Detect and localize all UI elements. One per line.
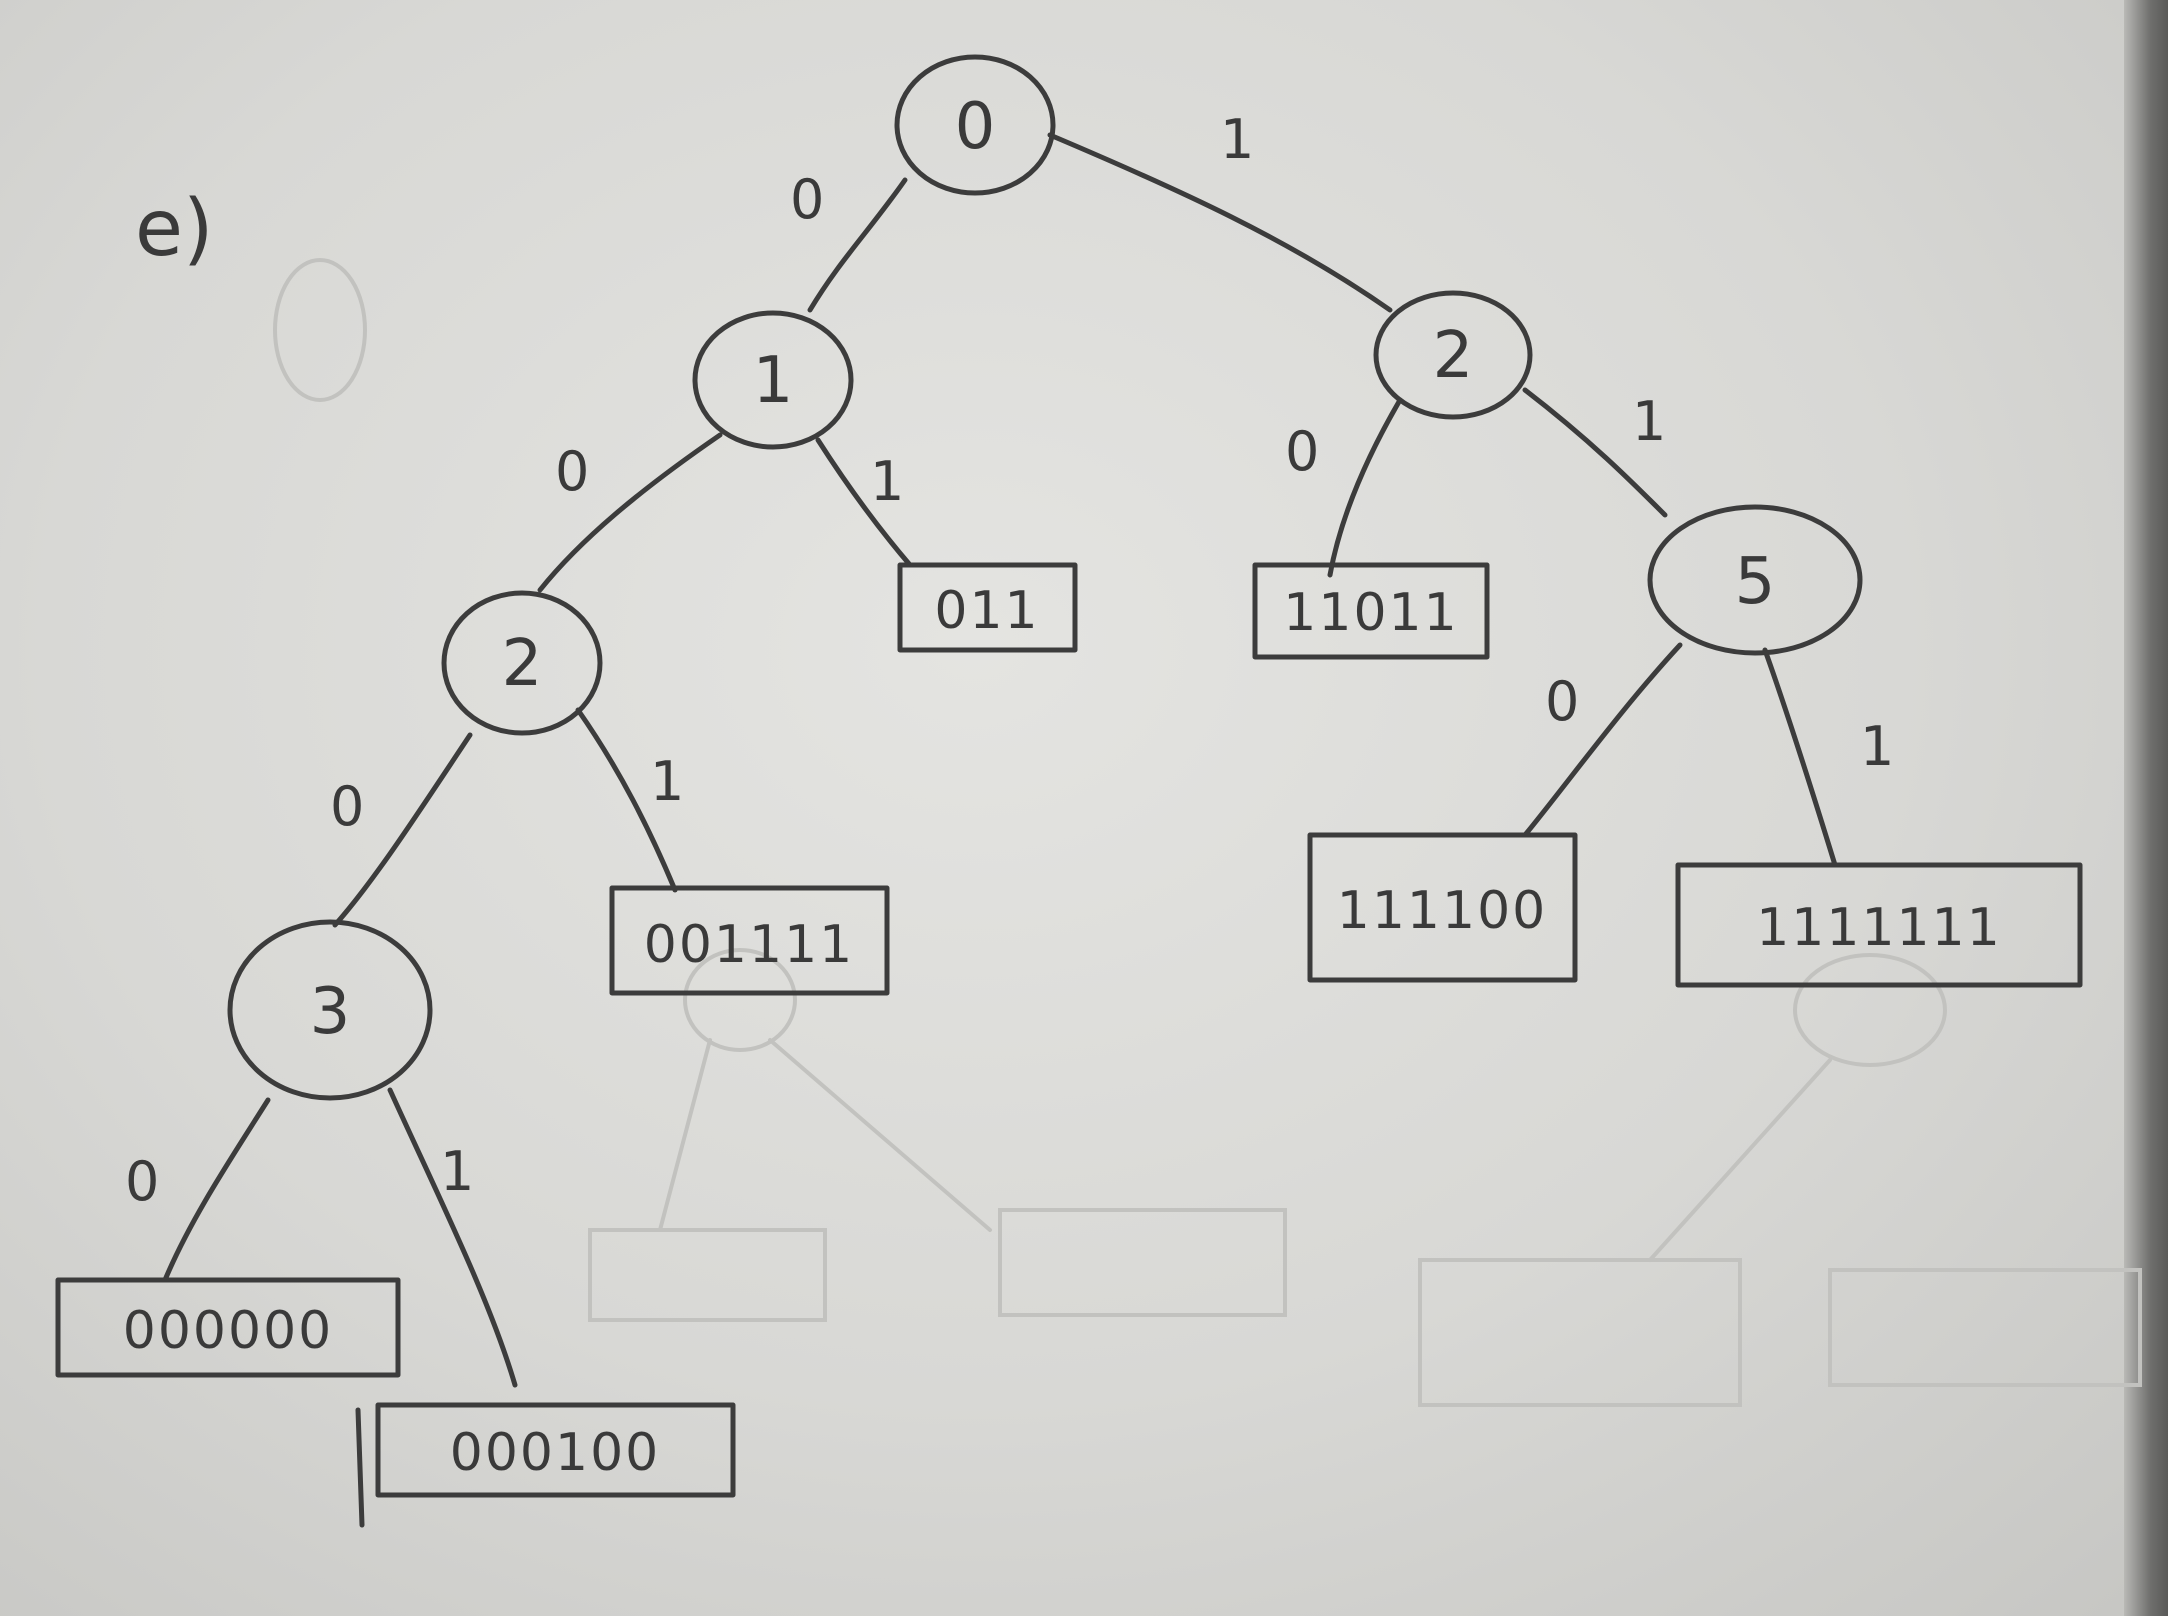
edge-label-n1-l011: 1	[870, 450, 904, 513]
svg-text:1: 1	[753, 344, 794, 418]
svg-text:001111: 001111	[644, 915, 855, 975]
edge-line-n5-l111100	[1522, 642, 1683, 838]
svg-text:111100: 111100	[1337, 881, 1548, 941]
svg-text:2: 2	[1433, 319, 1474, 393]
page-edge-shadow	[2124, 0, 2168, 1616]
edge-label-n0-n1: 0	[790, 168, 824, 231]
edge-labels: 0 1 0 1 0 1 0 1 0 1 0 1	[125, 108, 1894, 1213]
svg-text:5: 5	[1735, 545, 1776, 619]
edge-label-n5-l1111111: 1	[1860, 715, 1894, 778]
svg-text:0: 0	[955, 90, 996, 164]
edge-label-n2l-l001111: 1	[650, 750, 684, 813]
leaf-box-1111111: 1111111	[1675, 862, 2083, 988]
edge-label-n3-l000100: 1	[440, 1140, 474, 1203]
edge-line-n2l-n3	[332, 732, 473, 928]
edge-line-n0-n2r	[1047, 132, 1393, 313]
leaf-box-000100: 000100	[355, 1402, 736, 1528]
edge-label-n5-l111100: 0	[1545, 670, 1579, 733]
edge-line-n5-l1111111	[1762, 647, 1838, 868]
edge-line-n3-l000000	[162, 1097, 271, 1283]
leaf-boxes: 011 11011 001111 111100 1111111 000000	[55, 562, 2083, 1528]
svg-text:000100: 000100	[450, 1423, 661, 1483]
leaf-box-111100: 111100	[1307, 832, 1578, 983]
edge-label-n0-n2r: 1	[1220, 108, 1254, 171]
edge-label-n1-n2l: 0	[555, 440, 589, 503]
tree-node-n1: 1	[692, 310, 854, 450]
show-through-marks	[273, 258, 2142, 1407]
edge-line-n3-l000100	[387, 1087, 518, 1388]
edge-line-n2l-l001111	[575, 707, 678, 893]
leaf-box-000000: 000000	[55, 1277, 401, 1378]
edge-line-n1-l011	[815, 437, 913, 568]
edge-label-n2r-n5: 1	[1632, 390, 1666, 453]
tree-node-n2l: 2	[441, 590, 603, 736]
edge-label-n2r-l11011: 0	[1285, 420, 1319, 483]
part-label: e)	[135, 184, 213, 274]
tree-node-n0: 0	[894, 54, 1056, 196]
tree-node-n2r: 2	[1373, 290, 1533, 420]
svg-text:1111111: 1111111	[1756, 898, 2002, 958]
svg-text:3: 3	[310, 975, 351, 1049]
leaf-box-001111: 001111	[609, 885, 890, 996]
svg-text:011: 011	[934, 581, 1039, 641]
svg-text:000000: 000000	[123, 1301, 334, 1361]
edge-line-n2r-n5	[1522, 387, 1668, 518]
tree-node-n5: 5	[1647, 504, 1863, 656]
svg-text:11011: 11011	[1283, 583, 1458, 643]
tree-node-n3: 3	[227, 919, 433, 1101]
svg-text:2: 2	[502, 627, 543, 701]
leaf-box-011: 011	[897, 562, 1078, 653]
tree-nodes: 0 1 2 2 5 3	[227, 54, 1863, 1101]
edge-line-n1-n2l	[537, 432, 723, 593]
edge-line-n2r-l11011	[1327, 397, 1403, 578]
edge-label-n2l-n3: 0	[330, 775, 364, 838]
edge-lines	[162, 132, 1838, 1388]
leaf-box-11011: 11011	[1252, 562, 1490, 660]
edge-label-n3-l000000: 0	[125, 1150, 159, 1213]
edge-line-n0-n1	[807, 177, 908, 313]
